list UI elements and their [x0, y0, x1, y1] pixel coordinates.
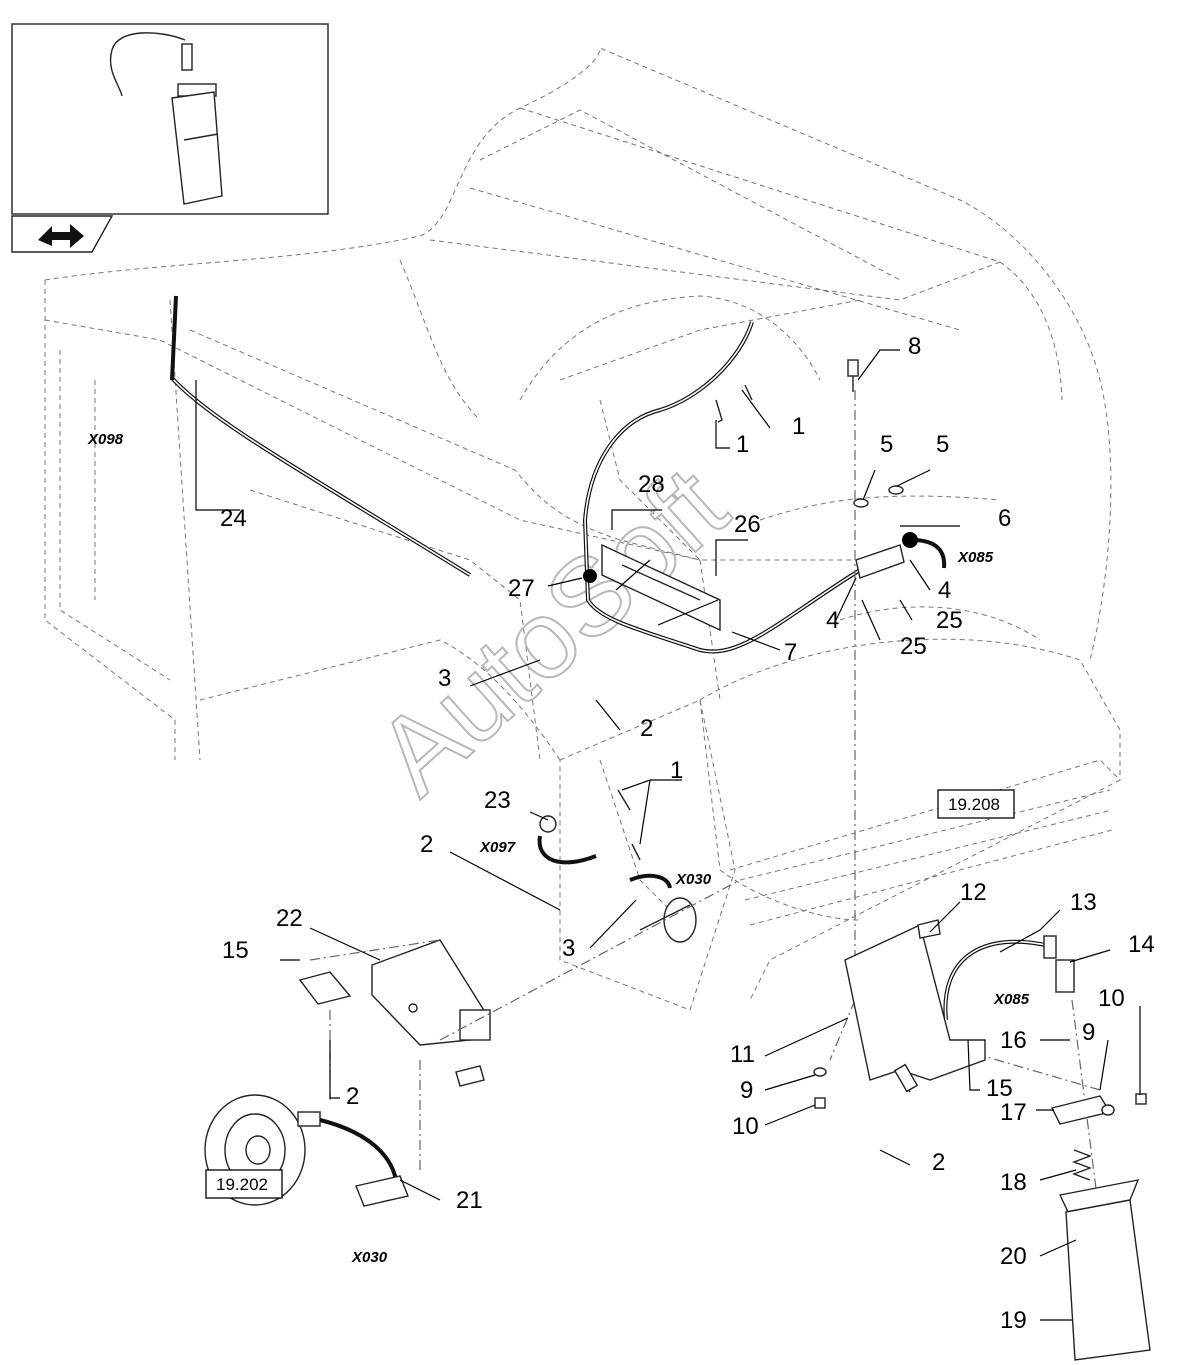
reference-19202[interactable]: 19.202 — [205, 1169, 283, 1199]
callout-1: 1 — [670, 757, 683, 784]
callout-19: 19 — [1000, 1307, 1027, 1334]
callout-5: 5 — [880, 431, 893, 458]
sensor-bracket-x030 — [629, 873, 697, 943]
connector-x085: X085 — [993, 991, 1030, 1008]
sensor-21 — [297, 1111, 409, 1207]
callout-23: 23 — [484, 787, 511, 814]
callout-5: 5 — [936, 431, 949, 458]
connector-x098: X098 — [87, 431, 124, 448]
callout-13: 13 — [1070, 889, 1097, 916]
callout-8: 8 — [908, 333, 921, 360]
connector-x030: X030 — [351, 1249, 388, 1266]
callout-3: 3 — [438, 665, 451, 692]
callout-9: 9 — [1082, 1019, 1095, 1046]
callout-27: 27 — [508, 575, 535, 602]
callout-25: 25 — [900, 633, 927, 660]
svg-text:19.208: 19.208 — [948, 795, 1000, 814]
small-hardware — [813, 1067, 1147, 1116]
callout-10: 10 — [732, 1113, 759, 1140]
callout-10: 10 — [1098, 985, 1125, 1012]
callout-18: 18 — [1000, 1169, 1027, 1196]
flap-19 — [1058, 1179, 1151, 1361]
callout-2: 2 — [932, 1149, 945, 1176]
callout-20: 20 — [1000, 1243, 1027, 1270]
bolt-8 — [847, 359, 859, 392]
callout-1: 1 — [792, 413, 805, 440]
sensor-14 — [1043, 935, 1075, 993]
washers-5 — [853, 485, 904, 508]
grommet-27 — [583, 569, 597, 583]
callout-9: 9 — [740, 1077, 753, 1104]
callout-21: 21 — [456, 1187, 483, 1214]
callout-28: 28 — [638, 471, 665, 498]
panel-28 — [601, 543, 721, 632]
callout-22: 22 — [276, 905, 303, 932]
callout-14: 14 — [1128, 931, 1155, 958]
callout-25: 25 — [936, 607, 963, 634]
plug-6 — [902, 532, 918, 548]
leader-lines — [195, 349, 1141, 1321]
bolt-12 — [917, 919, 941, 939]
spring-18 — [1072, 1149, 1092, 1181]
bracket-4 — [855, 544, 905, 579]
callout-6: 6 — [998, 505, 1011, 532]
callout-15: 15 — [986, 1075, 1013, 1102]
callout-16: 16 — [1000, 1027, 1027, 1054]
callout-26: 26 — [734, 511, 761, 538]
callout-2: 2 — [346, 1083, 359, 1110]
callout-3: 3 — [562, 935, 575, 962]
callout-15: 15 — [222, 937, 249, 964]
callout-24: 24 — [220, 505, 247, 532]
connector-x030: X030 — [675, 871, 712, 888]
clips-1-top — [715, 384, 753, 423]
clips-1-lower — [617, 789, 641, 861]
sensor-23 — [537, 815, 597, 865]
callout-2: 2 — [640, 715, 653, 742]
machine-body-outline — [44, 47, 1121, 1011]
svg-text:19.202: 19.202 — [216, 1175, 268, 1194]
plate-15-left — [298, 971, 352, 1005]
callout-1: 1 — [736, 431, 749, 458]
connector-x097: X097 — [479, 839, 516, 856]
callout-2: 2 — [420, 831, 433, 858]
inset-preview — [11, 23, 329, 215]
connector-x085: X085 — [957, 549, 994, 566]
watermark: AutoSoft — [354, 444, 750, 818]
bolt-22 — [455, 1065, 485, 1087]
mounting-box-22 — [371, 939, 491, 1046]
connector-tags: X098 X085 X085 X097 X030 X030 — [87, 431, 1030, 1266]
shield-11 — [844, 924, 986, 1093]
back-button[interactable] — [11, 215, 114, 253]
cable-harness-24 — [170, 295, 472, 577]
back-arrow-icon — [38, 224, 84, 248]
callout-7: 7 — [784, 639, 797, 666]
callout-labels: 1 1 1 2 2 2 2 3 3 4 4 5 5 6 7 8 9 9 10 1… — [220, 333, 1155, 1334]
reference-19208[interactable]: 19.208 — [937, 789, 1015, 819]
callout-11: 11 — [730, 1041, 755, 1068]
callout-17: 17 — [1000, 1099, 1027, 1126]
callout-4: 4 — [938, 577, 951, 604]
sensor-cable-13 — [943, 939, 1051, 1021]
callout-12: 12 — [960, 879, 987, 906]
callout-4: 4 — [826, 607, 839, 634]
